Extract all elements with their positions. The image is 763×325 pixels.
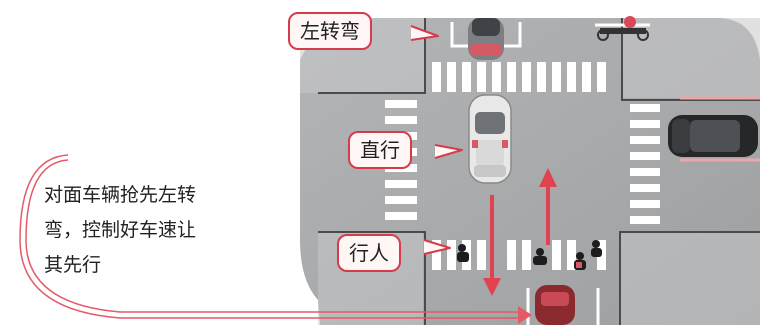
label-left-turn: 左转弯 [288,12,372,50]
advice-note-line: 弯，控制好车速让 [44,219,197,241]
sidewalk-bottom-right [620,232,760,325]
note-arrowhead [518,306,532,324]
arrow-turning-up [539,168,557,245]
bicycle-top-right [597,16,649,41]
note-bracket-line [19,154,520,319]
car-own-vehicle [535,285,575,325]
label-straight: 直行 [348,131,412,169]
callout-pointers [410,25,463,255]
pedestrian-figures [457,240,602,270]
advice-note: 对面车辆抢先左转 弯，控制好车速让 其先行 [44,178,294,283]
advice-note-line: 其先行 [44,254,102,276]
arrow-straight-down [483,195,501,296]
advice-note-line: 对面车辆抢先左转 [44,184,197,206]
car-right-side [668,115,758,157]
car-left-turning [468,18,504,60]
car-going-straight [468,94,512,184]
curb-lines [318,18,760,325]
label-pedestrian: 行人 [337,234,401,272]
crosswalk-top [432,62,606,92]
crosswalk-right [630,104,660,224]
